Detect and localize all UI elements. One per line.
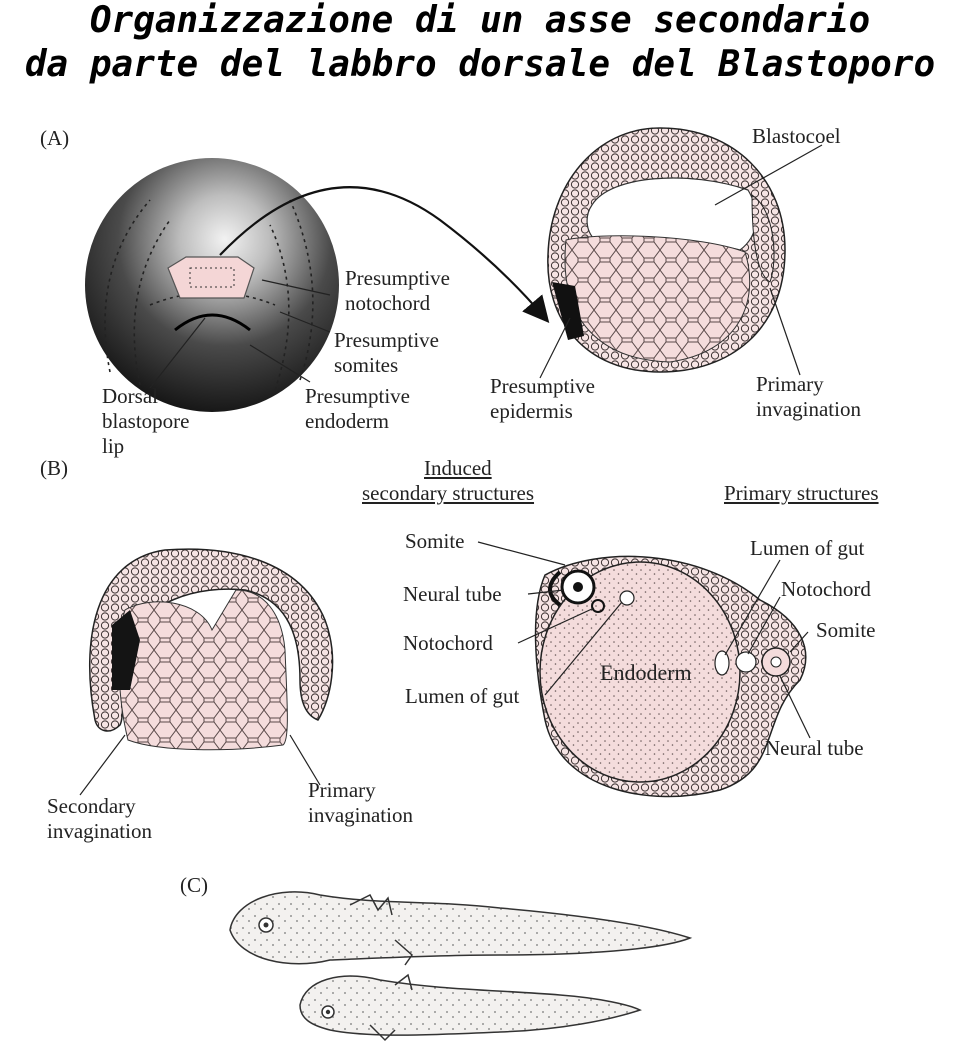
label-dorsal-lip-2: blastopore [102, 409, 190, 433]
label-presumptive-endoderm-2: endoderm [305, 409, 389, 433]
label-primary-structures: Primary structures [724, 481, 879, 505]
label-presumptive-notochord-2: notochord [345, 291, 431, 315]
donor-embryo [85, 158, 339, 412]
panel-b-leaders [79, 541, 811, 796]
label-presumptive-epidermis-2: epidermis [490, 399, 573, 423]
label-somite-left: Somite [405, 529, 465, 553]
label-induced-1: Induced [424, 456, 492, 480]
transplant-arrow [219, 186, 550, 324]
host-gastrula-a [547, 127, 786, 373]
panel-a-leaders [149, 144, 823, 389]
title-line-1: Organizzazione di un asse secondario [89, 0, 871, 41]
label-secondary-invagination-1: Secondary [47, 794, 136, 818]
label-lumen-left: Lumen of gut [405, 684, 520, 708]
label-neural-tube-right: Neural tube [765, 736, 864, 760]
label-secondary-invagination-2: invagination [47, 819, 152, 843]
label-notochord-left: Notochord [403, 631, 493, 655]
label-primary-invagination-a-2: invagination [756, 397, 861, 421]
label-blastocoel: Blastocoel [752, 124, 841, 148]
label-primary-invagination-b-1: Primary [308, 778, 376, 802]
label-dorsal-lip-3: lip [102, 434, 125, 458]
label-presumptive-epidermis-1: Presumptive [490, 374, 595, 398]
label-presumptive-endoderm-1: Presumptive [305, 384, 410, 408]
label-somite-right: Somite [816, 618, 876, 642]
label-presumptive-notochord-1: Presumptive [345, 266, 450, 290]
label-induced-2: secondary structures [362, 481, 535, 505]
twin-tadpoles [229, 891, 693, 1042]
title-line-2: da parte del labbro dorsale del Blastopo… [24, 44, 936, 85]
label-primary-invagination-a-1: Primary [756, 372, 824, 396]
panel-a-tag: (A) [40, 126, 70, 150]
host-gastrula-b [89, 548, 334, 751]
label-presumptive-somites-1: Presumptive [334, 328, 439, 352]
panel-c-tag: (C) [180, 873, 208, 897]
label-dorsal-lip-1: Dorsal [102, 384, 158, 408]
cross-section [534, 555, 807, 798]
label-lumen-right: Lumen of gut [750, 536, 865, 560]
label-endoderm: Endoderm [600, 660, 692, 685]
label-presumptive-somites-2: somites [334, 353, 399, 377]
panel-b-tag: (B) [40, 456, 68, 480]
label-primary-invagination-b-2: invagination [308, 803, 413, 827]
label-notochord-right: Notochord [781, 577, 871, 601]
label-neural-tube-left: Neural tube [403, 582, 502, 606]
